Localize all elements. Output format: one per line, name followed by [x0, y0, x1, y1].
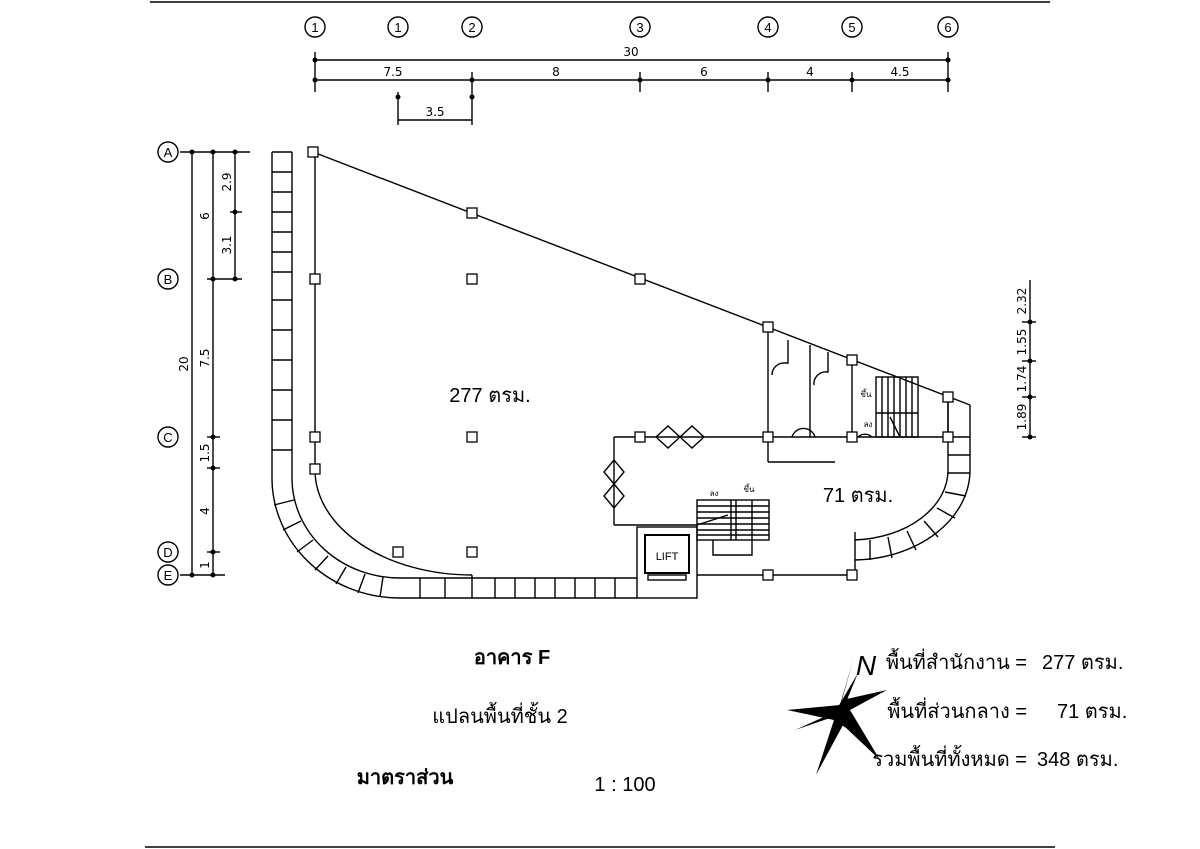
north-label: N	[856, 650, 877, 681]
dimension-label: 20	[177, 356, 191, 371]
stair-main: ลง ขึ้น	[696, 483, 770, 556]
diamond-fixture	[603, 458, 625, 510]
north-arrow-icon: N	[787, 650, 887, 775]
summary-label: พื้นที่สำนักงาน =	[886, 648, 1027, 674]
summary-label: พื้นที่ส่วนกลาง =	[887, 697, 1027, 723]
grid-bubble-col: 3	[629, 16, 651, 38]
grid-label: E	[164, 568, 173, 583]
grid-bubble-col: 4	[757, 16, 779, 38]
dimension-label: 8	[552, 65, 560, 79]
grid-label: 3	[636, 20, 643, 35]
grid-bubble-col: 6	[937, 16, 959, 38]
interior-walls	[603, 327, 949, 576]
diamond-fixture	[654, 425, 706, 449]
summary-label: รวมพื้นที่ทั้งหมด =	[872, 745, 1027, 771]
stair-down-label: ลง	[864, 420, 873, 429]
summary-value: 71 ตรม.	[1057, 701, 1127, 723]
stair-up-label: ขึ้น	[861, 388, 872, 399]
grid-label: 6	[944, 20, 951, 35]
dimension-label: 3.1	[220, 235, 234, 254]
grid-bubble-col: 5	[841, 16, 863, 38]
grid-label: 2	[468, 20, 475, 35]
scale-value: 1 : 100	[594, 774, 655, 796]
structural-columns	[307, 146, 954, 581]
summary-value: 277 ตรม.	[1042, 652, 1123, 674]
walkway-segments	[272, 171, 616, 598]
dimension-label: 1	[198, 561, 212, 569]
stair-right: ขึ้น ลง	[861, 376, 919, 438]
office-area-label: 277 ตรม.	[449, 385, 530, 407]
left-dimensions: 20 6 7.5 1.5 4 1 2.9 3.1	[177, 149, 250, 578]
lift-label: LIFT	[656, 551, 679, 563]
plan-title: แปลนพื้นที่ชั้น 2	[432, 702, 567, 728]
building-outline	[271, 151, 971, 599]
grid-bubble-col: 2	[461, 16, 483, 38]
dimension-label: 30	[623, 45, 638, 59]
dimension-label: 7.5	[383, 65, 402, 79]
grid-label: A	[164, 145, 173, 160]
dimension-label: 2.9	[220, 172, 234, 191]
grid-bubble-col: 1	[387, 16, 409, 38]
grid-bubble-col: 1	[304, 16, 326, 38]
dimension-label: 7.5	[198, 348, 212, 367]
dimension-label: 4.5	[890, 65, 909, 79]
row-grid-bubbles: A B C D E	[157, 141, 179, 586]
stair-down-label: ลง	[710, 489, 719, 498]
column-grid-bubbles: 1 1 2 3 4 5 6	[304, 16, 959, 38]
summary-value: 348 ตรม.	[1037, 749, 1118, 771]
stair-up-label: ขึ้น	[744, 483, 755, 494]
dimension-label: 1.89	[1015, 404, 1029, 431]
dimension-label: 4	[198, 507, 212, 515]
grid-label: 1	[394, 20, 401, 35]
lift: LIFT	[636, 526, 698, 599]
grid-label: C	[163, 430, 172, 445]
dimension-label: 3.5	[425, 105, 444, 119]
scale-label: มาตราส่วน	[357, 767, 454, 789]
common-area-label: 71 ตรม.	[823, 485, 893, 507]
grid-label: D	[163, 545, 172, 560]
dimension-label: 1.5	[198, 443, 212, 462]
grid-label: 5	[848, 20, 855, 35]
dimension-label: 2.32	[1015, 288, 1029, 315]
grid-label: 4	[764, 20, 771, 35]
dimension-label: 1.74	[1015, 366, 1029, 393]
dimension-label: 1.55	[1015, 329, 1029, 356]
dimension-label: 4	[806, 65, 814, 79]
grid-label: 1	[311, 20, 318, 35]
dimension-label: 6	[700, 65, 708, 79]
building-title: อาคาร F	[474, 647, 550, 669]
right-dimensions: 2.32 1.55 1.74 1.89	[1015, 280, 1036, 440]
top-dimensions: 30 7.5 8 6 4 4.5 3.5	[312, 45, 951, 125]
dimension-label: 6	[198, 212, 212, 220]
area-summary: พื้นที่สำนักงาน = พื้นที่สำนักงาน = 277 …	[872, 648, 1127, 771]
grid-label: B	[164, 272, 173, 287]
